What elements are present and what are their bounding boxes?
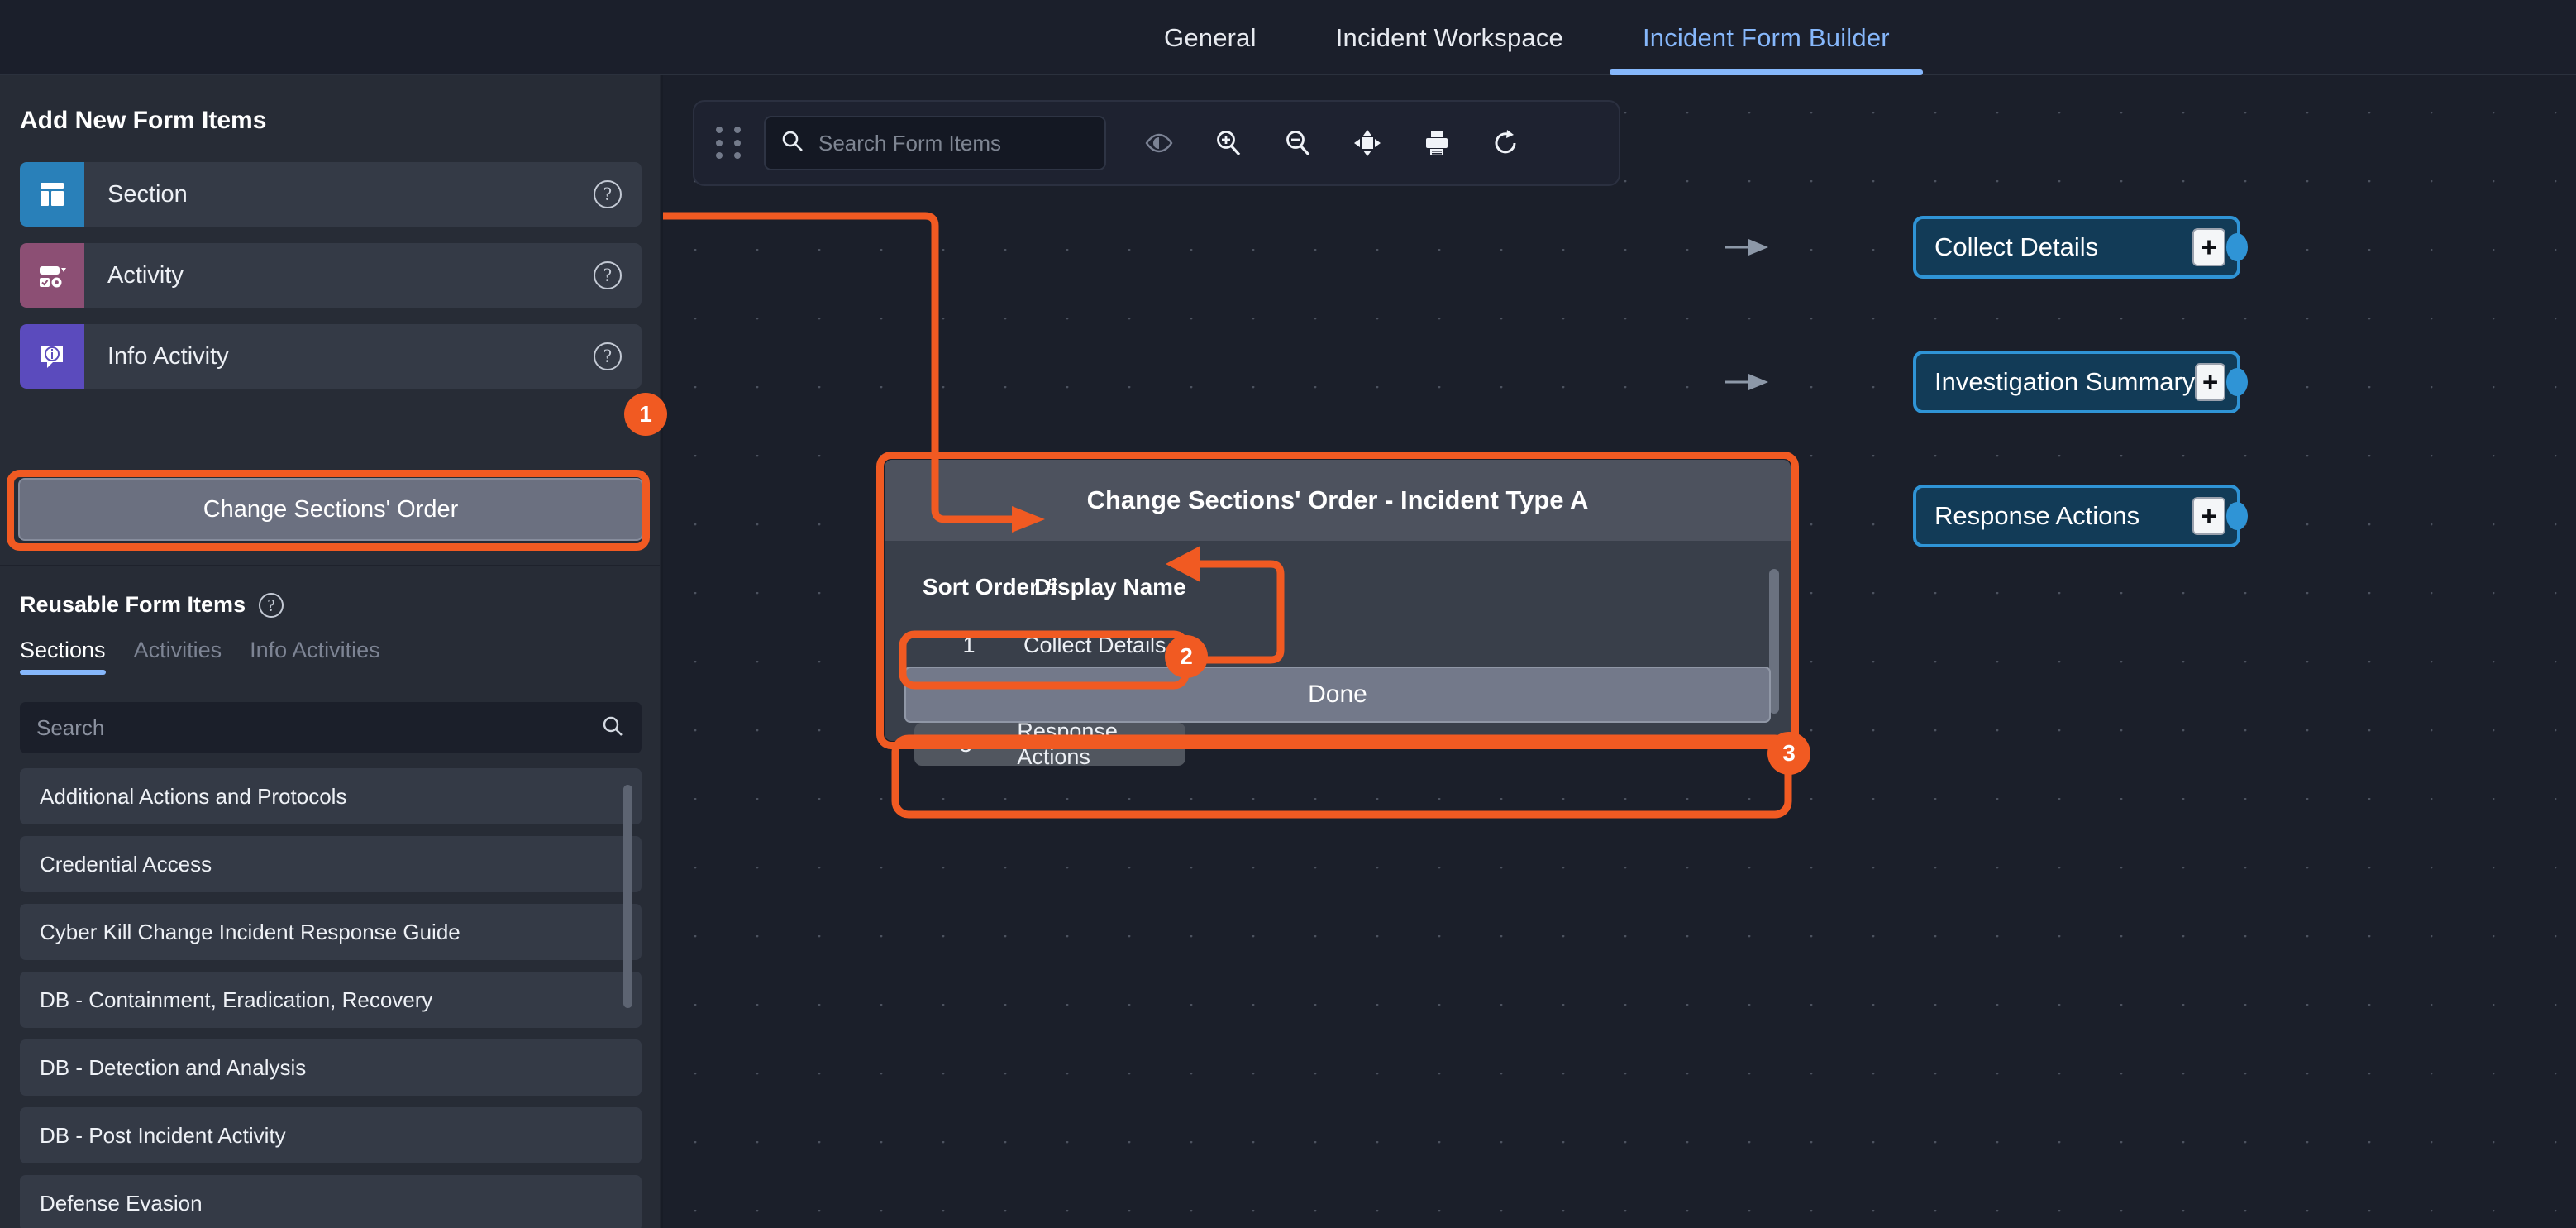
reusable-form-items-title: Reusable Form Items ?	[20, 592, 284, 618]
left-sidebar: Add New Form Items Section ?	[0, 75, 661, 1228]
annotation-highlight-change-sections-order	[7, 470, 650, 551]
tab-incident-workspace-label: Incident Workspace	[1335, 22, 1563, 52]
order-number: 1	[962, 632, 976, 657]
node-investigation-summary-label: Investigation Summary	[1934, 367, 2196, 396]
help-icon[interactable]: ?	[594, 261, 622, 289]
node-output-port[interactable]	[2226, 233, 2248, 261]
add-node-item-button[interactable]: +	[2192, 497, 2225, 535]
node-response-actions-label: Response Actions	[1934, 501, 2140, 530]
order-display-name: Collect Details	[1023, 632, 1166, 657]
list-item[interactable]: Defense Evasion	[20, 1175, 642, 1228]
top-navigation-bar: General Incident Workspace Incident Form…	[0, 0, 2576, 75]
order-row-response-actions[interactable]: 3 Response Actions	[914, 719, 1185, 769]
fit-to-screen-icon[interactable]	[1333, 116, 1402, 170]
annotation-marker-3-number: 3	[1782, 740, 1796, 766]
search-form-items-placeholder: Search Form Items	[818, 130, 1002, 155]
help-icon[interactable]: ?	[259, 592, 284, 618]
add-new-form-items-list: Section ? Activity ?	[20, 162, 642, 405]
search-icon	[600, 714, 625, 743]
zoom-in-icon[interactable]	[1194, 116, 1263, 170]
help-icon[interactable]: ?	[594, 180, 622, 208]
add-item-section-label: Section	[107, 180, 188, 208]
tab-general[interactable]: General	[1124, 0, 1296, 75]
search-form-items-input[interactable]: Search Form Items	[764, 116, 1106, 170]
annotation-marker-2: 2	[1165, 635, 1208, 678]
toolbar-icon-group	[1124, 116, 1541, 170]
order-display-name: Response Actions	[1017, 719, 1118, 769]
tab-incident-workspace[interactable]: Incident Workspace	[1296, 0, 1603, 75]
activity-icon	[20, 243, 84, 308]
change-sections-order-button[interactable]: Change Sections' Order	[18, 478, 643, 541]
tab-incident-form-builder-label: Incident Form Builder	[1642, 22, 1890, 52]
node-collect-details-label: Collect Details	[1934, 232, 2099, 261]
add-item-activity-label: Activity	[107, 261, 184, 289]
add-new-form-items-title: Add New Form Items	[20, 107, 267, 134]
section-icon	[20, 162, 84, 227]
sidebar-search-input[interactable]: Search	[20, 702, 642, 753]
annotation-marker-2-number: 2	[1180, 643, 1193, 669]
add-node-item-button[interactable]: +	[2195, 363, 2225, 401]
sub-tab-sections[interactable]: Sections	[20, 638, 106, 675]
list-item[interactable]: Cyber Kill Change Incident Response Guid…	[20, 904, 642, 960]
help-icon[interactable]: ?	[594, 342, 622, 370]
reusable-form-items-label: Reusable Form Items	[20, 592, 246, 617]
connector-arrow-icon	[1725, 239, 1768, 256]
canvas-toolbar: Search Form Items	[693, 100, 1620, 186]
add-node-item-button[interactable]: +	[2192, 228, 2225, 266]
refresh-icon[interactable]	[1472, 116, 1541, 170]
add-item-info-activity-label: Info Activity	[107, 342, 229, 370]
annotation-marker-3: 3	[1767, 732, 1810, 775]
node-investigation-summary[interactable]: Investigation Summary +	[1913, 351, 2248, 413]
node-collect-details[interactable]: Collect Details +	[1913, 216, 2248, 279]
tab-general-label: General	[1164, 22, 1257, 52]
annotation-marker-1: 1	[624, 393, 667, 436]
list-item[interactable]: Credential Access	[20, 836, 642, 892]
annotation-marker-1-number: 1	[639, 401, 652, 427]
reusable-sections-list: Additional Actions and Protocols Credent…	[20, 768, 642, 1228]
node-output-port[interactable]	[2226, 502, 2248, 530]
add-item-info-activity[interactable]: Info Activity ?	[20, 324, 642, 389]
order-row-collect-details[interactable]: 1 Collect Details	[914, 624, 1262, 667]
list-item[interactable]: Additional Actions and Protocols	[20, 768, 642, 824]
column-header-display-name: Display Name	[1034, 574, 1186, 600]
sections-list-scrollbar[interactable]	[623, 785, 632, 1008]
list-item[interactable]: DB - Detection and Analysis	[20, 1039, 642, 1096]
done-button-label: Done	[1308, 681, 1367, 708]
done-button[interactable]: Done	[904, 667, 1771, 723]
tab-incident-form-builder[interactable]: Incident Form Builder	[1603, 0, 1930, 75]
reusable-sub-tabs: Sections Activities Info Activities	[20, 638, 380, 675]
eye-icon[interactable]	[1124, 116, 1194, 170]
node-response-actions[interactable]: Response Actions +	[1913, 485, 2248, 547]
connector-arrow-icon	[1725, 374, 1768, 390]
search-icon	[780, 129, 805, 158]
modal-title: Change Sections' Order - Incident Type A	[885, 460, 1791, 541]
print-icon[interactable]	[1402, 116, 1472, 170]
node-output-port[interactable]	[2226, 368, 2248, 396]
modal-list-scrollbar[interactable]	[1769, 569, 1779, 714]
list-item[interactable]: DB - Containment, Eradication, Recovery	[20, 972, 642, 1028]
zoom-out-icon[interactable]	[1263, 116, 1333, 170]
sub-tab-info-activities[interactable]: Info Activities	[250, 638, 380, 662]
nav-tab-list: General Incident Workspace Incident Form…	[1124, 0, 1930, 75]
drag-handle-icon[interactable]	[716, 127, 744, 160]
change-sections-order-label: Change Sections' Order	[203, 495, 459, 523]
info-activity-icon	[20, 324, 84, 389]
form-builder-canvas: Search Form Items	[663, 75, 2576, 1228]
add-item-section[interactable]: Section ?	[20, 162, 642, 227]
order-number: 3	[959, 731, 972, 757]
sidebar-search-placeholder: Search	[36, 714, 105, 740]
add-item-activity[interactable]: Activity ?	[20, 243, 642, 308]
change-sections-order-modal: Change Sections' Order - Incident Type A…	[885, 460, 1791, 769]
sub-tab-activities[interactable]: Activities	[133, 638, 222, 662]
column-header-sort-order: Sort Order #	[923, 574, 1058, 600]
sidebar-divider	[0, 565, 660, 566]
list-item[interactable]: DB - Post Incident Activity	[20, 1107, 642, 1163]
